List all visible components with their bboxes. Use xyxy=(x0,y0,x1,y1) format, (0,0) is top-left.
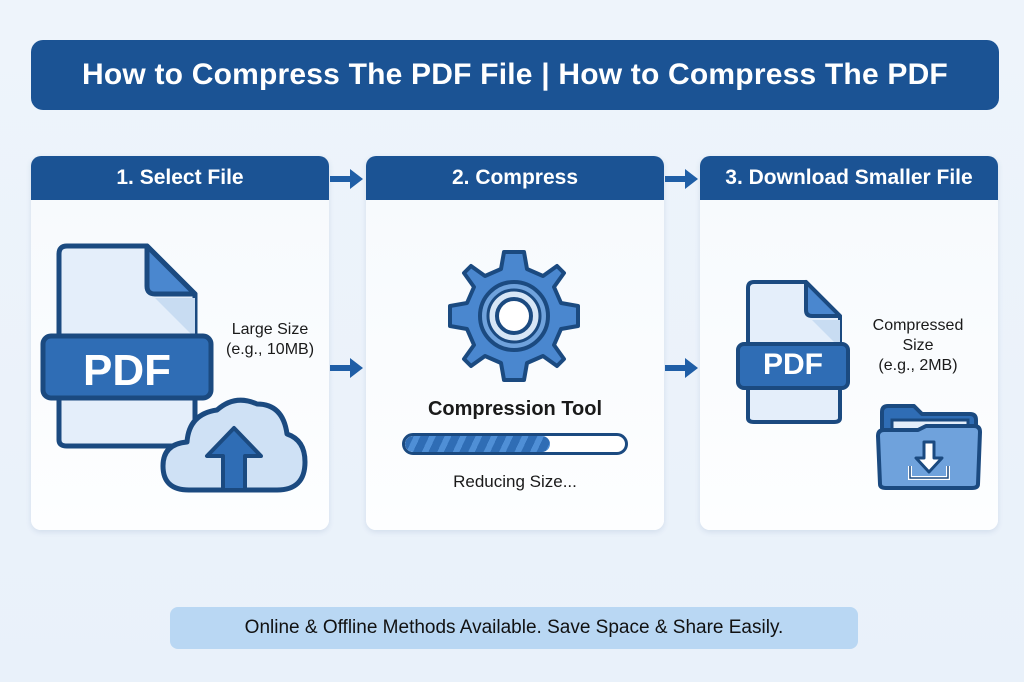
cloud-upload-icon xyxy=(160,397,308,493)
footer-banner: Online & Offline Methods Available. Save… xyxy=(170,607,858,649)
progress-status: Reducing Size... xyxy=(453,472,577,491)
arrow-right-icon xyxy=(330,358,363,378)
arrow-right-icon xyxy=(665,358,698,378)
compression-tool-title: Compression Tool xyxy=(427,398,603,420)
large-size-label: Large Size (e.g., 10MB) xyxy=(225,321,315,358)
arrow-right-icon xyxy=(330,169,363,189)
step-heading: 2. Compress xyxy=(366,156,664,200)
pdf-label: PDF xyxy=(763,348,823,381)
gear-icon xyxy=(448,250,580,382)
progress-fill xyxy=(405,436,551,452)
folder-download-icon xyxy=(876,404,982,490)
pdf-label: PDF xyxy=(83,346,171,395)
step-card-select-file: 1. Select File PDF Large Size (e.g., 10M… xyxy=(31,156,329,530)
progress-bar xyxy=(402,433,628,455)
step-heading: 3. Download Smaller File xyxy=(700,156,998,200)
page-title: How to Compress The PDF File | How to Co… xyxy=(31,40,999,110)
step-card-compress: 2. Compress Compression Tool Reducing Si… xyxy=(366,156,664,530)
compressed-size-label: Compressed Size (e.g., 2MB) xyxy=(872,317,964,374)
step-heading: 1. Select File xyxy=(31,156,329,200)
step-card-download: 3. Download Smaller File PDF Compressed … xyxy=(700,156,998,530)
arrow-right-icon xyxy=(665,169,698,189)
pdf-file-icon xyxy=(736,280,850,424)
